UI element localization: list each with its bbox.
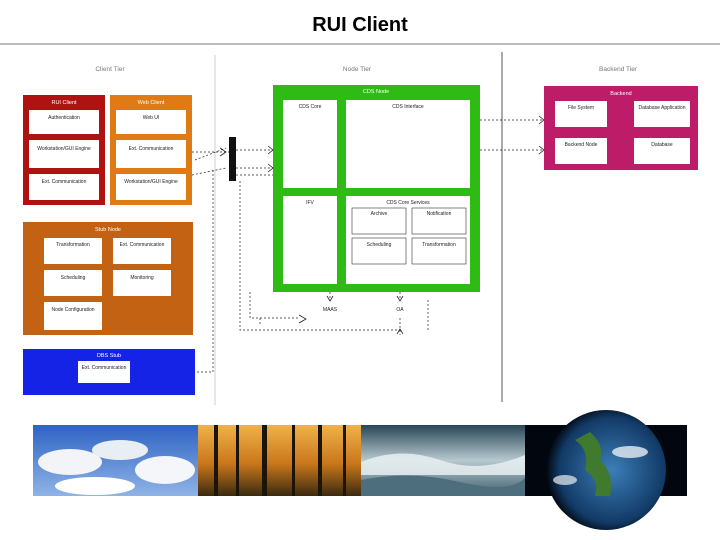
backend-item: Backend Node (565, 142, 598, 148)
rui-item: Authentication (48, 115, 80, 121)
backend-item: Database (651, 142, 673, 148)
rui-client-box: RUI Client Authentication Workstation/GU… (23, 95, 105, 205)
backend-item: File System (568, 105, 594, 111)
cds-interface-label: CDS Interface (392, 104, 424, 110)
earth-from-space-photo (525, 410, 687, 530)
connector-lines (191, 119, 544, 373)
ifv-label: IFV (306, 200, 314, 206)
cds-node-label: CDS Node (363, 89, 389, 95)
service-item: Transformation (422, 242, 456, 248)
stub-item: Scheduling (61, 275, 86, 281)
stub-item: Ext. Communication (120, 242, 165, 248)
rui-item: Workstation/GUI Engine (37, 146, 91, 152)
web-item: Ext. Communication (129, 146, 174, 152)
oa-label: OA (396, 307, 404, 313)
backend-box: Backend File System Database Application… (544, 86, 698, 170)
cds-core-label: CDS Core (299, 104, 322, 110)
slide-title: RUI Client (312, 14, 408, 36)
web-item: Web UI (143, 115, 160, 121)
arrow-heads (219, 115, 545, 335)
maas-label: MAAS (323, 307, 338, 313)
dbs-item: Ext. Communication (82, 365, 127, 371)
stub-node-label: Stub Node (95, 227, 121, 233)
backend-label: Backend (610, 91, 631, 97)
service-item: Archive (371, 211, 388, 217)
node-tier-label: Node Tier (343, 66, 372, 73)
rui-client-label: RUI Client (51, 100, 77, 106)
service-item: Notification (427, 211, 452, 217)
clouds-photo (33, 425, 198, 496)
stub-item: Node Configuration (51, 307, 94, 313)
ocean-waves-photo (361, 425, 525, 496)
title-divider (0, 43, 720, 45)
forest-photo (198, 425, 361, 496)
client-tier-label: Client Tier (95, 66, 125, 73)
dbs-stub-label: DBS Stub (97, 353, 121, 359)
web-item: Workstation/GUI Engine (124, 179, 178, 185)
stub-node-box: Stub Node Transformation Ext. Communicat… (23, 222, 193, 335)
cds-node-box: CDS Node CDS Core CDS Interface IFV CDS … (273, 85, 480, 292)
backend-item: Database Application (639, 105, 686, 111)
connector-bar (229, 137, 236, 181)
cds-services-label: CDS Core Services (386, 200, 430, 206)
dbs-stub-box: DBS Stub Ext. Communication (23, 349, 195, 395)
backend-tier-label: Backend Tier (599, 66, 638, 73)
stub-item: Transformation (56, 242, 90, 248)
stub-item: Monitoring (130, 275, 154, 281)
service-item: Scheduling (367, 242, 392, 248)
web-client-box: Web Client Web UI Ext. Communication Wor… (110, 95, 192, 205)
rui-item: Ext. Communication (42, 179, 87, 185)
web-client-label: Web Client (138, 100, 165, 106)
